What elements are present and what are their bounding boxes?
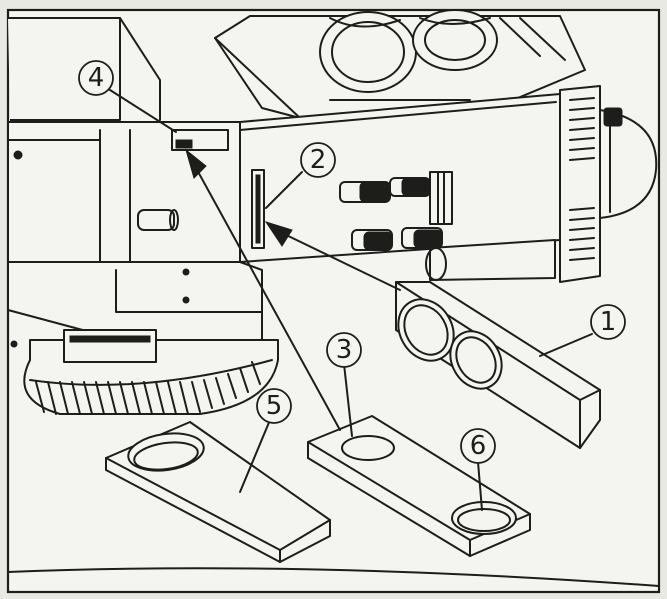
lamp-housing [559, 85, 658, 283]
callout-6-label: 6 [470, 431, 487, 461]
callout-2: 2 [300, 142, 336, 178]
callout-4-label: 4 [88, 63, 105, 93]
adjustment-knobs [339, 177, 443, 251]
callout-2-label: 2 [310, 145, 327, 175]
microscope-body [7, 9, 658, 415]
base-edge [7, 567, 660, 587]
callout-3: 3 [326, 332, 362, 368]
slider-1 [395, 281, 601, 449]
callout-1-label: 1 [600, 307, 617, 337]
slider-3 [307, 415, 531, 557]
leader-lines [109, 89, 593, 511]
eyepiece-tubes [214, 9, 586, 119]
callout-6: 6 [460, 428, 496, 464]
callout-5-label: 5 [266, 391, 283, 421]
callout-4: 4 [78, 60, 114, 96]
slider-5 [105, 421, 331, 563]
callout-5: 5 [256, 388, 292, 424]
callout-1: 1 [590, 304, 626, 340]
callout-3-label: 3 [336, 335, 353, 365]
